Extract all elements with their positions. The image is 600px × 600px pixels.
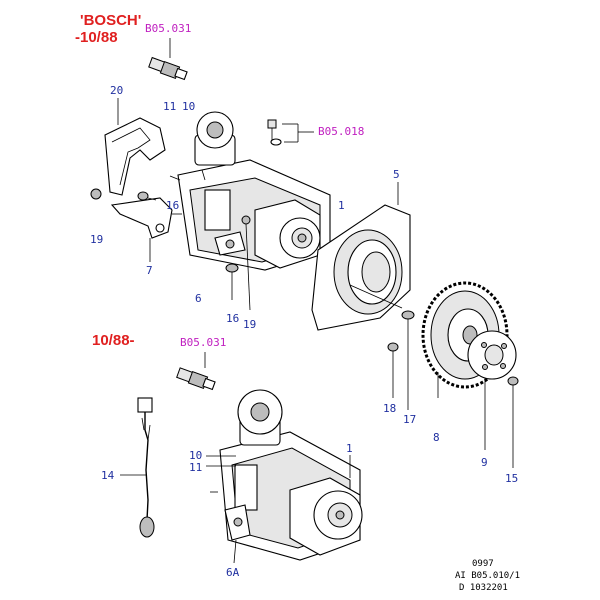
bolt-18 bbox=[387, 342, 399, 398]
callout-17[interactable]: 17 bbox=[403, 413, 416, 426]
temperature-sensor-lower bbox=[176, 352, 216, 391]
nut-19-bottom bbox=[241, 215, 251, 311]
callout-16-bottom[interactable]: 16 bbox=[226, 312, 239, 325]
callout-7[interactable]: 7 bbox=[146, 264, 153, 277]
bolt-16-bottom bbox=[225, 263, 239, 300]
callout-1-lower[interactable]: 1 bbox=[346, 442, 353, 455]
footer-code-2: AI B05.010/1 bbox=[455, 571, 520, 581]
callout-19-bottom[interactable]: 19 bbox=[243, 318, 256, 331]
ref-sensor-top[interactable]: B05.031 bbox=[145, 22, 191, 35]
callout-19-left[interactable]: 19 bbox=[90, 233, 103, 246]
hub-9 bbox=[467, 330, 517, 450]
callout-1-top[interactable]: 1 bbox=[338, 199, 345, 212]
bolt-16-top bbox=[137, 191, 157, 201]
nut-19-left bbox=[90, 188, 102, 200]
callout-5[interactable]: 5 bbox=[393, 168, 400, 181]
injection-pump-lower bbox=[206, 389, 363, 564]
callout-14[interactable]: 14 bbox=[101, 469, 115, 482]
header-after-date: 10/88- bbox=[92, 332, 135, 349]
callout-18[interactable]: 18 bbox=[383, 402, 396, 415]
ref-bolt-top[interactable]: B05.018 bbox=[318, 125, 364, 138]
mounting-plate-5 bbox=[311, 182, 411, 331]
ref-sensor-lower[interactable]: B05.031 bbox=[180, 336, 226, 349]
callout-15[interactable]: 15 bbox=[505, 472, 518, 485]
footer-code-1: 0997 bbox=[472, 559, 494, 569]
callout-10-top[interactable]: 10 bbox=[182, 100, 195, 113]
callout-6A[interactable]: 6A bbox=[226, 566, 240, 579]
footer-code-3: D 1032201 bbox=[459, 583, 508, 593]
callout-6[interactable]: 6 bbox=[195, 292, 202, 305]
bolt-washer-top bbox=[267, 119, 314, 146]
bracket-7 bbox=[110, 197, 173, 262]
header-bosch: 'BOSCH' bbox=[80, 12, 141, 29]
bracket-20 bbox=[104, 98, 166, 196]
temperature-sensor-top bbox=[148, 38, 188, 81]
callout-9[interactable]: 9 bbox=[481, 456, 488, 469]
callout-8[interactable]: 8 bbox=[433, 431, 440, 444]
callout-11-top[interactable]: 11 bbox=[163, 100, 176, 113]
callout-11-lower[interactable]: 11 bbox=[189, 461, 202, 474]
bolt-15 bbox=[507, 376, 519, 468]
callout-10-lower[interactable]: 10 bbox=[189, 449, 202, 462]
bolt-17 bbox=[401, 310, 415, 410]
sensor-cable-14 bbox=[120, 397, 155, 538]
callout-16-top[interactable]: 16 bbox=[166, 199, 179, 212]
callout-20[interactable]: 20 bbox=[110, 84, 123, 97]
header-before-date: -10/88 bbox=[75, 29, 118, 46]
injection-pump-top bbox=[169, 111, 331, 271]
